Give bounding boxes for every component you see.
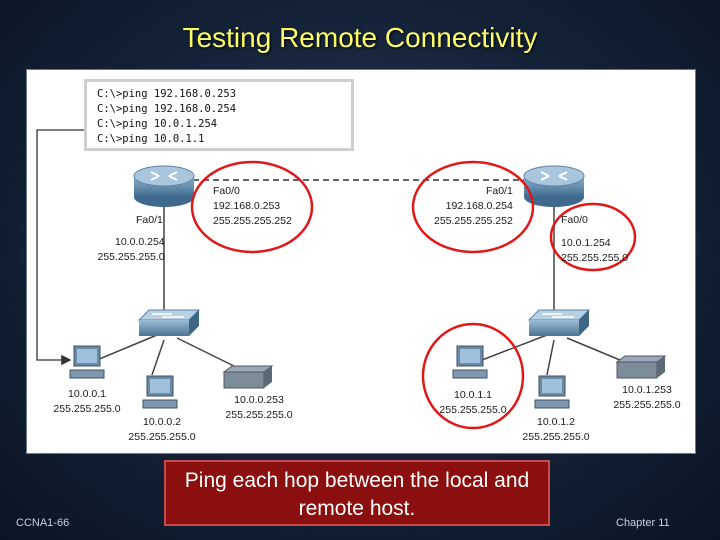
host-mask: 255.255.255.0 bbox=[522, 431, 590, 443]
router-left-fa01-label: 10.0.0.254 255.255.255.0 bbox=[95, 235, 165, 265]
host-mask: 255.255.255.0 bbox=[225, 409, 293, 421]
footer-course-code: CCNA1-66 bbox=[16, 517, 70, 529]
interface-name: Fa0/1 bbox=[485, 185, 513, 197]
host-label: 10.0.1.253 255.255.255.0 bbox=[605, 383, 689, 413]
ping-path-arrow bbox=[36, 129, 84, 366]
host-pc-icon bbox=[534, 375, 570, 409]
highlight-right-fa01 bbox=[411, 160, 535, 254]
network-diagram: C:\>ping 192.168.0.253 C:\>ping 192.168.… bbox=[27, 70, 695, 453]
switch-right-icon bbox=[527, 309, 591, 336]
interface-ip: 192.168.0.254 bbox=[445, 200, 513, 212]
host-pc-icon bbox=[452, 345, 488, 379]
highlight-left-fa00 bbox=[190, 160, 314, 254]
router-left-fa00-label: Fa0/0 192.168.0.253 255.255.255.252 bbox=[213, 184, 292, 229]
footer-chapter: Chapter 11 bbox=[616, 517, 670, 529]
host-ip: 10.0.0.2 bbox=[143, 416, 181, 428]
host-ip: 10.0.1.253 bbox=[622, 384, 672, 396]
router-left-fa01-name: Fa0/1 bbox=[136, 214, 163, 226]
interface-ip: 10.0.1.254 bbox=[561, 237, 611, 249]
host-mask: 255.255.255.0 bbox=[439, 404, 507, 416]
interface-ip: 10.0.0.254 bbox=[115, 236, 165, 248]
host-mask: 255.255.255.0 bbox=[53, 403, 121, 415]
interface-name: Fa0/0 bbox=[213, 185, 240, 197]
router-left-icon bbox=[133, 165, 195, 207]
host-label: 10.0.1.1 255.255.255.0 bbox=[431, 388, 515, 418]
topology-drawing bbox=[36, 129, 667, 430]
host-pc-icon bbox=[142, 375, 178, 409]
slide-title: Testing Remote Connectivity bbox=[182, 22, 538, 53]
host-pc-icon bbox=[69, 345, 105, 379]
ping-command: C:\>ping 192.168.0.253 bbox=[97, 88, 237, 100]
ping-command-box: C:\>ping 192.168.0.253 C:\>ping 192.168.… bbox=[84, 79, 354, 151]
interface-mask: 255.255.255.252 bbox=[434, 215, 513, 227]
host-mask: 255.255.255.0 bbox=[613, 399, 681, 411]
router-right-icon bbox=[523, 165, 585, 207]
interface-ip: 192.168.0.253 bbox=[213, 200, 281, 212]
ping-command: C:\>ping 10.0.1.1 bbox=[97, 133, 205, 145]
router-right-fa00-label: Fa0/0 10.0.1.254 255.255.255.0 bbox=[561, 213, 628, 266]
host-ip: 10.0.0.1 bbox=[68, 388, 106, 400]
printer-icon bbox=[615, 355, 667, 379]
ping-command: C:\>ping 10.0.1.254 bbox=[97, 118, 218, 130]
host-label: 10.0.0.2 255.255.255.0 bbox=[122, 415, 202, 445]
host-mask: 255.255.255.0 bbox=[128, 431, 196, 443]
host-ip: 10.0.1.1 bbox=[454, 389, 492, 401]
interface-mask: 255.255.255.252 bbox=[213, 215, 292, 227]
interface-mask: 255.255.255.0 bbox=[97, 251, 165, 263]
callout-box: Ping each hop between the local and remo… bbox=[164, 460, 550, 526]
host-ip: 10.0.0.253 bbox=[234, 394, 284, 406]
lan-links bbox=[96, 190, 633, 376]
host-label: 10.0.0.253 255.255.255.0 bbox=[219, 393, 299, 423]
highlight-remote-host bbox=[421, 322, 525, 430]
host-label: 10.0.1.2 255.255.255.0 bbox=[514, 415, 598, 445]
router-right-fa01-label: Fa0/1 192.168.0.254 255.255.255.252 bbox=[434, 184, 513, 229]
switch-left-icon bbox=[137, 309, 201, 336]
host-ip: 10.0.1.2 bbox=[537, 416, 575, 428]
interface-mask: 255.255.255.0 bbox=[561, 252, 629, 264]
printer-icon bbox=[222, 365, 274, 389]
highlight-circles bbox=[190, 160, 637, 430]
interface-name: Fa0/0 bbox=[561, 214, 588, 226]
highlight-right-fa00 bbox=[549, 202, 637, 272]
ping-command: C:\>ping 192.168.0.254 bbox=[97, 103, 237, 115]
host-label: 10.0.0.1 255.255.255.0 bbox=[47, 387, 127, 417]
